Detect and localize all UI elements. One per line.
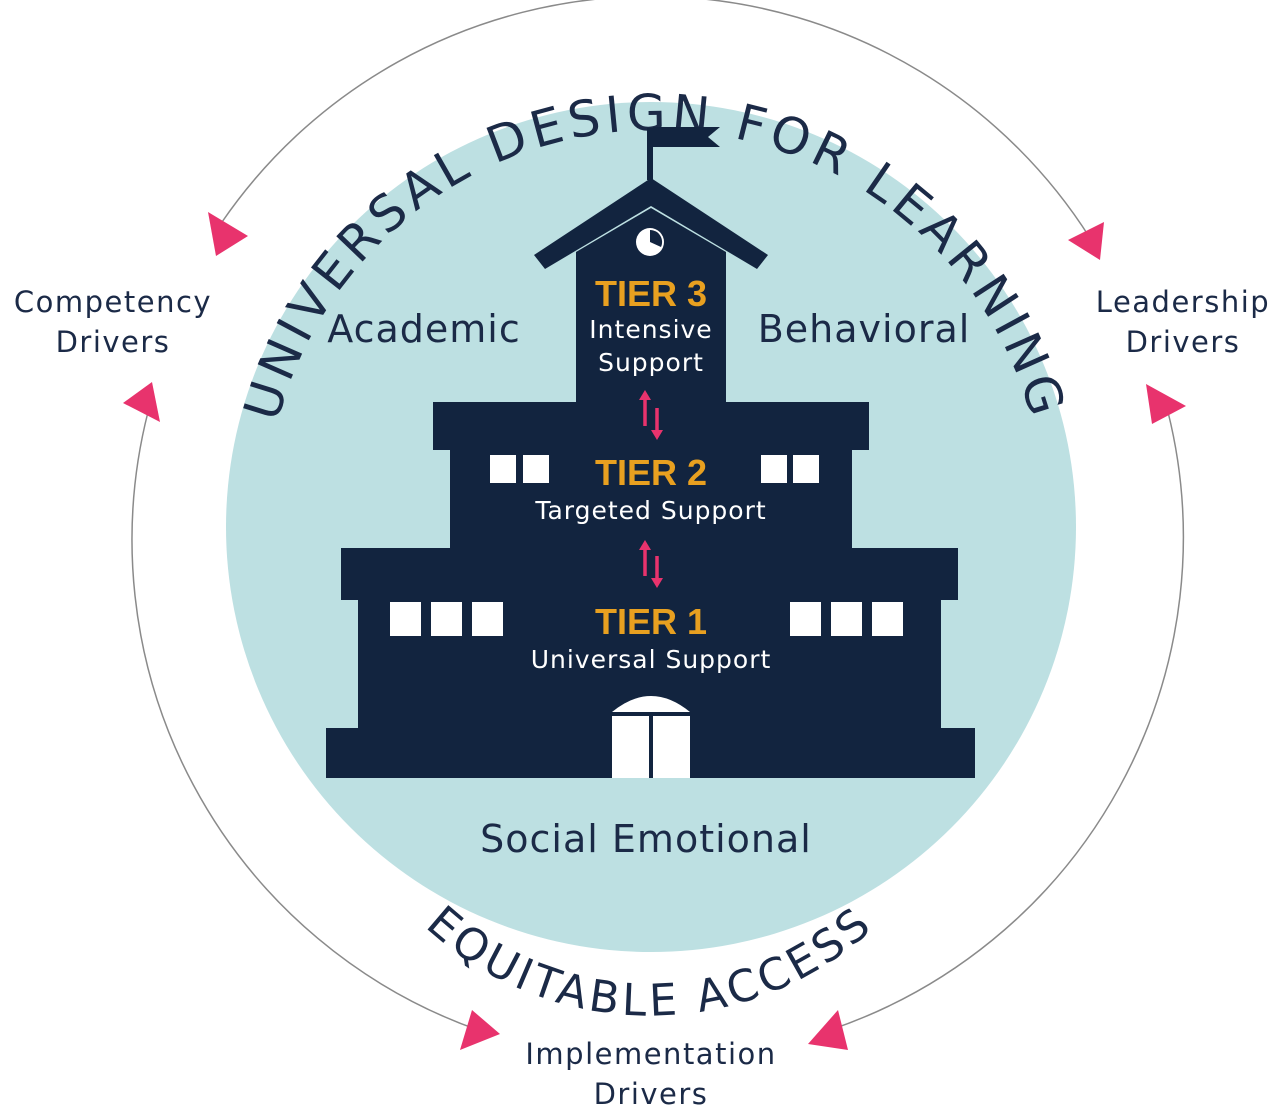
- tier2-title: TIER 2: [595, 452, 707, 493]
- leadership-drivers-line2: Drivers: [1126, 325, 1241, 359]
- flagpole: [647, 128, 653, 180]
- flag-icon: [653, 127, 720, 147]
- cycle-arrowhead-icon: [123, 382, 160, 422]
- academic-label: Academic: [327, 307, 520, 351]
- roof: [534, 178, 768, 269]
- tier1-subtitle: Universal Support: [531, 645, 772, 674]
- windows: [390, 455, 903, 636]
- bidirectional-arrow-icon: [639, 540, 663, 588]
- tier3-subtitle-line2: Support: [598, 348, 704, 377]
- cycle-arrowhead-icon: [208, 212, 248, 256]
- social-emotional-label: Social Emotional: [480, 817, 812, 861]
- window-icon: [490, 455, 516, 483]
- tier2-cornice: [433, 402, 869, 450]
- tier3-title: TIER 3: [595, 273, 707, 314]
- window-icon: [790, 602, 821, 636]
- competency-drivers-line1: Competency: [14, 285, 212, 319]
- cycle-arrowhead-icon: [1068, 222, 1104, 260]
- cycle-ring: [131, 0, 1185, 1031]
- competency-drivers-line2: Drivers: [56, 325, 171, 359]
- tier1-cornice: [341, 548, 958, 600]
- clock-icon: [636, 228, 664, 256]
- cycle-arrowheads: [123, 212, 1186, 1050]
- window-icon: [793, 455, 819, 483]
- leadership-drivers-line1: Leadership: [1096, 285, 1270, 319]
- tower: [576, 208, 726, 402]
- bidirectional-arrow-icon: [639, 390, 663, 440]
- cycle-arrowhead-icon: [808, 1010, 848, 1050]
- building-base: [326, 728, 975, 778]
- window-icon: [390, 602, 421, 636]
- tier3-subtitle-line1: Intensive: [589, 315, 712, 344]
- cycle-arrowhead-icon: [460, 1010, 500, 1050]
- window-icon: [831, 602, 862, 636]
- cycle-arrowhead-icon: [1146, 384, 1186, 424]
- window-icon: [431, 602, 462, 636]
- window-icon: [523, 455, 549, 483]
- behavioral-label: Behavioral: [758, 307, 971, 351]
- door-icon: [612, 696, 690, 778]
- window-icon: [872, 602, 903, 636]
- implementation-drivers-line2: Drivers: [594, 1077, 709, 1111]
- tier1-title: TIER 1: [595, 601, 707, 642]
- window-icon: [761, 455, 787, 483]
- implementation-drivers-line1: Implementation: [525, 1037, 776, 1071]
- window-icon: [472, 602, 503, 636]
- tier2-subtitle: Targeted Support: [534, 496, 766, 525]
